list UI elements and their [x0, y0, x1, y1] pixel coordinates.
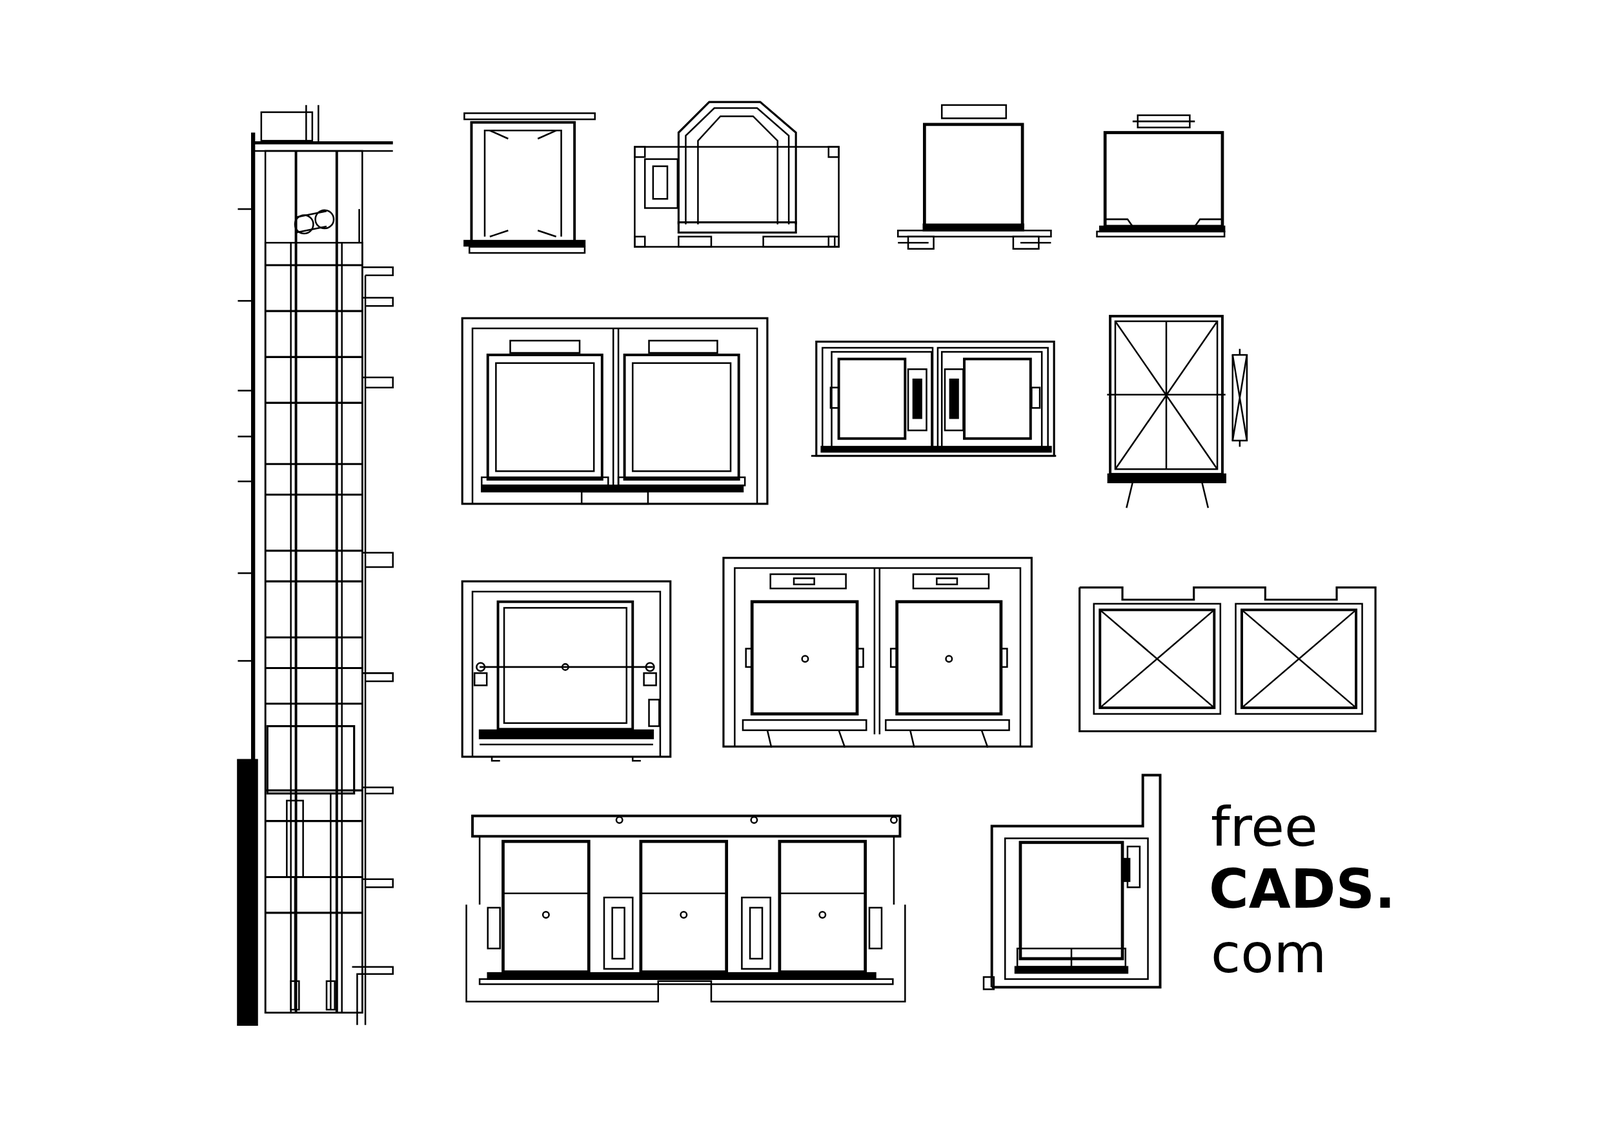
- twin-lift-plan-b: [811, 342, 1056, 457]
- lift-plan-c: [897, 105, 1051, 250]
- lift-plan-a: [464, 112, 595, 254]
- lift-plan-x: [1106, 316, 1247, 508]
- twin-lift-plan-c: [723, 558, 1032, 749]
- watermark-text: free: [1210, 800, 1318, 855]
- lift-plan-b: [634, 101, 839, 247]
- lift-plan-l: [983, 775, 1160, 990]
- watermark-text: CADS.: [1208, 862, 1396, 917]
- triple-lift-plan: [466, 816, 906, 1003]
- lift-plan-d: [1097, 115, 1226, 237]
- shaft-section: [237, 105, 393, 1026]
- twin-lift-plan-a: [462, 318, 768, 505]
- watermark-text: com: [1210, 926, 1327, 982]
- lift-plan-h: [462, 581, 670, 761]
- twin-lift-plan-d: [1079, 587, 1376, 732]
